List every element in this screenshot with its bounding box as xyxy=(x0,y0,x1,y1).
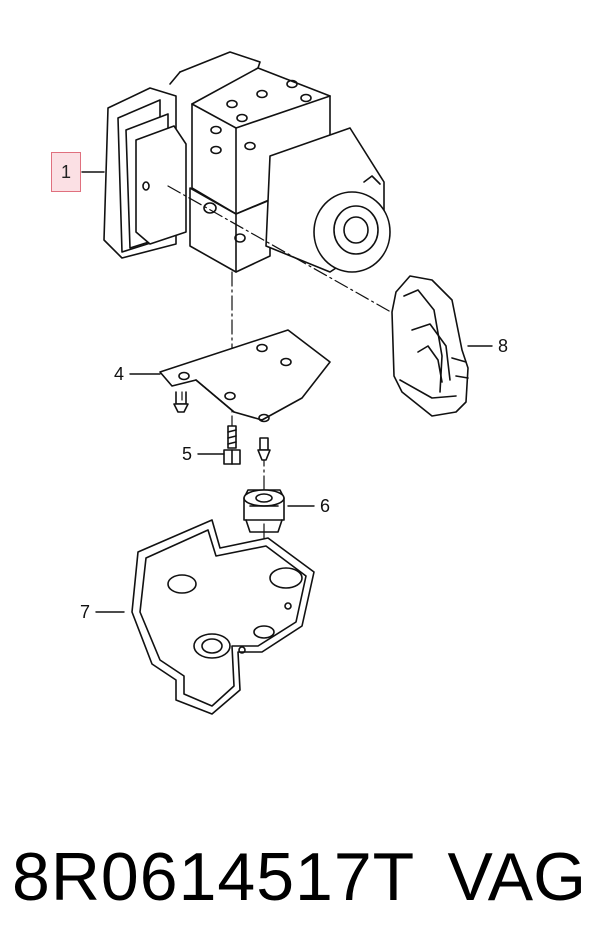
mounting-bracket xyxy=(159,329,331,423)
lower-bracket xyxy=(131,519,315,715)
callout-7-label: 7 xyxy=(80,602,91,622)
brand-label: VAG xyxy=(447,839,586,915)
callout-8-label: 8 xyxy=(498,336,509,356)
callout-1-label: 1 xyxy=(60,161,71,182)
abs-control-unit xyxy=(103,51,391,273)
stud xyxy=(257,437,271,461)
bolt xyxy=(223,425,241,465)
callout-5-label: 5 xyxy=(182,444,193,464)
callout-6-label: 6 xyxy=(320,496,331,516)
exploded-parts-diagram xyxy=(81,51,493,715)
footer: 8R0614517T VAG xyxy=(0,822,600,932)
rubber-mount xyxy=(243,489,285,533)
sensor-module xyxy=(391,275,469,417)
callout-4-label: 4 xyxy=(114,364,125,384)
leader-lines xyxy=(81,171,493,613)
part-number: 8R0614517T xyxy=(12,839,416,915)
callout-1-highlight[interactable]: 1 xyxy=(51,152,81,192)
